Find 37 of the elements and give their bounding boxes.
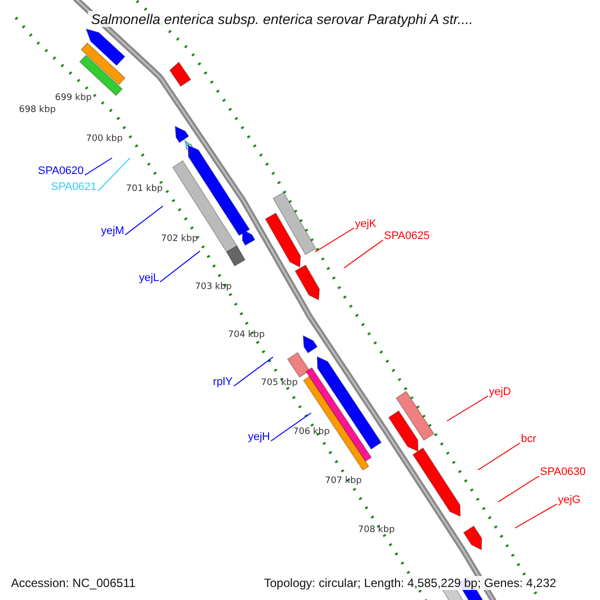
gene-label: SPA0620 — [38, 166, 84, 177]
position-label: 705 kbp — [261, 379, 298, 388]
gene-label: rplY — [213, 377, 233, 388]
leader-line — [314, 228, 354, 252]
position-label: 707 kbp — [325, 477, 362, 486]
gene-label: SPA0625 — [384, 231, 430, 242]
leader-line — [514, 504, 558, 528]
gene-label: yejM — [101, 226, 124, 237]
gene-label: yejD — [489, 387, 512, 398]
position-label: 704 kbp — [228, 331, 265, 340]
leader-line — [446, 396, 488, 422]
accession-label: Accession: NC_006511 — [9, 576, 138, 590]
leader-line — [234, 356, 274, 386]
position-label: 708 kbp — [358, 526, 395, 535]
gene-label: SPA0630 — [540, 467, 586, 478]
gene-label: bcr — [521, 434, 536, 445]
leader-line — [478, 442, 520, 470]
position-label: 701 kbp — [126, 185, 163, 194]
gene-label: yejK — [355, 219, 376, 230]
gene-label: SPA0621 — [51, 182, 97, 193]
gene-label: yejG — [558, 495, 581, 506]
gene-label: yejH — [248, 432, 270, 443]
position-label: 702 kbp — [161, 235, 198, 244]
position-label: 698 kbp — [19, 106, 56, 115]
leader-line — [498, 476, 540, 502]
position-label: 699 kbp — [55, 94, 92, 103]
position-label: 700 kbp — [86, 135, 123, 144]
leader-line — [270, 412, 312, 442]
leader-line — [160, 250, 200, 282]
position-label: 706 kbp — [293, 428, 330, 437]
position-label: 703 kbp — [195, 283, 232, 292]
leader-line — [344, 240, 384, 268]
genome-info-label: Topology: circular; Length: 4,585,229 bp; Genes: 4,232 — [262, 576, 558, 590]
leader-line — [84, 158, 112, 176]
leader-line — [124, 206, 164, 236]
leader-line — [98, 158, 130, 192]
gene-label: yejL — [139, 273, 160, 284]
